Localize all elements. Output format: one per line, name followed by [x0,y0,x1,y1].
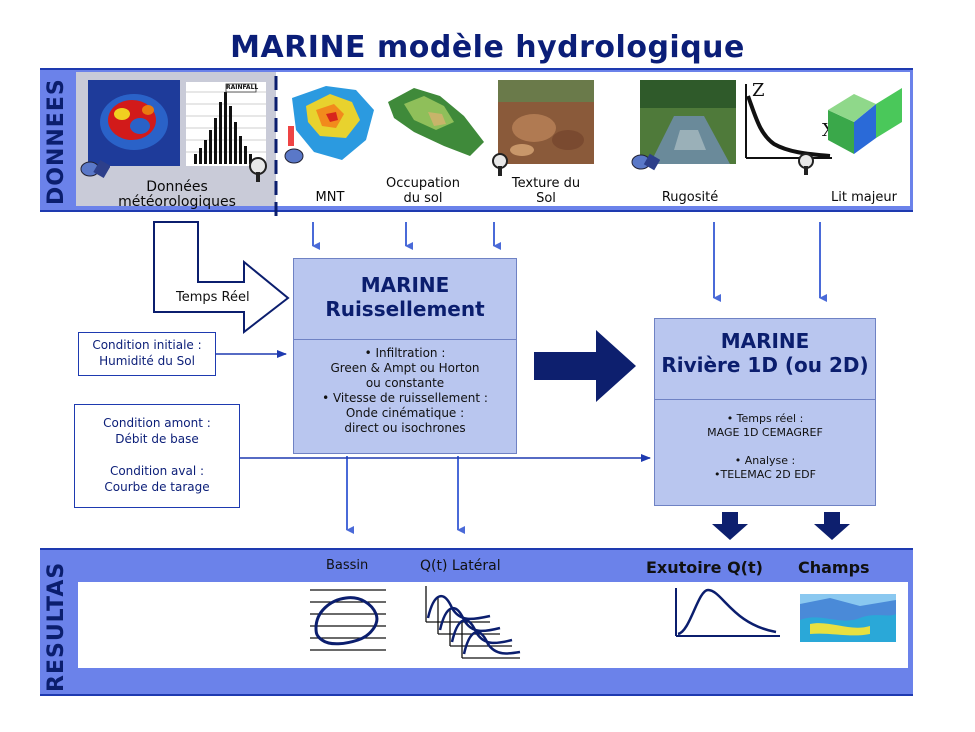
page-title: MARINE modèle hydrologique [230,30,745,65]
label-lit-majeur: Lit majeur [831,190,897,205]
result-label-bassin: Bassin [326,558,369,573]
ground-station-icon-lit [798,153,814,175]
channel-profile-graph [745,84,832,159]
champs-map [800,594,896,642]
meteo-separator [274,76,278,216]
texture-photo [498,80,594,164]
riviere-title: MARINE Rivière 1D (ou 2D) [661,329,869,377]
temps-reel-label: Temps Réel [176,290,250,305]
satellite-icon [80,159,110,179]
lateral-hydrographs [425,586,521,659]
riviere-divider [655,399,875,400]
label-rugosite: Rugosité [661,190,719,205]
result-label-champs: Champs [798,558,870,577]
result-label-exutoire: Exutoire Q(t) [646,558,763,577]
condition-amont-aval-box: Condition amont : Débit de base Conditio… [74,404,240,508]
label-texture: Texture du Sol [511,176,581,206]
rugosite-photo [640,80,736,164]
riviere-box: MARINE Rivière 1D (ou 2D) • Temps réel :… [654,318,876,506]
histogram-label: RAINFALL [226,84,259,91]
mnt-map [288,86,374,160]
result-label-lateral: Q(t) Latéral [420,558,501,574]
occupation-map [388,88,484,156]
ruissellement-title: MARINE Ruissellement [325,273,485,321]
satellite-icon-mnt [284,148,304,164]
ruissellement-divider [294,339,516,340]
bassin-figure [310,589,386,651]
profile-axis-z: Z [752,80,765,101]
ground-station-icon [249,157,267,182]
label-occupation: Occupation du sol [386,176,460,206]
ground-station-icon-texture [492,153,508,176]
radar-image [88,80,180,166]
resultats-side-label: RESULTAS [44,561,69,692]
riviere-body: • Temps réel : MAGE 1D CEMAGREF • Analys… [707,412,823,481]
satellite-icon-rugosite [631,153,660,171]
lit-majeur-surface [828,88,902,154]
condition-initiale-box: Condition initiale : Humidité du Sol [78,332,216,376]
rainfall-histogram [186,82,266,166]
resultats-strip [78,582,908,668]
ruissellement-box: MARINE Ruissellement • Infiltration : Gr… [293,258,517,454]
ruissellement-body: • Infiltration : Green & Ampt ou Horton … [322,346,488,435]
label-meteo: Données météorologiques [118,179,236,210]
exutoire-hydrograph [675,588,780,637]
label-mnt: MNT [315,190,345,205]
